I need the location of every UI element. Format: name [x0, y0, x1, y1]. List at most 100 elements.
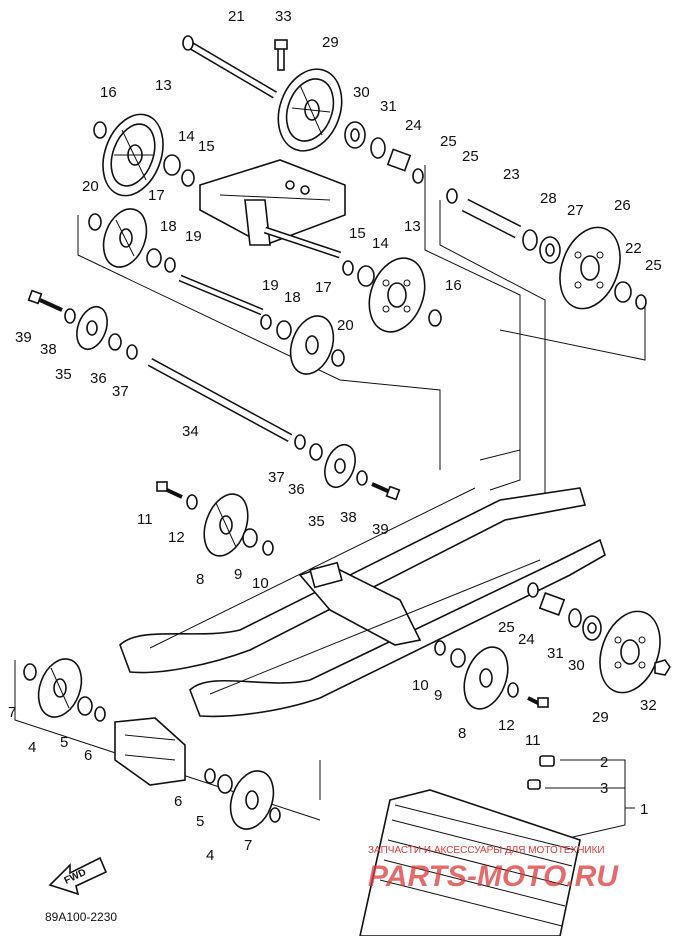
callout-10-left: 10 [252, 575, 269, 592]
shaft-34 [147, 358, 293, 442]
callout-36-left: 36 [90, 370, 107, 387]
clip-3 [527, 779, 541, 790]
callout-13-left: 13 [155, 77, 172, 94]
washer-19-center [260, 314, 272, 330]
wheel-8-left [203, 493, 249, 557]
callout-11-center: 11 [525, 732, 541, 749]
nut-32 [654, 659, 671, 676]
callout-8-left: 8 [196, 571, 204, 588]
bolt-33 [274, 39, 288, 71]
callout-20-center: 20 [337, 317, 354, 334]
callout-2: 2 [600, 754, 608, 771]
slide-rail-frame [119, 449, 606, 718]
collar-9-center [450, 648, 466, 668]
wheel-13-left [102, 113, 164, 197]
fwd-arrow-icon [48, 856, 108, 896]
callout-29-top: 29 [322, 34, 339, 51]
wheel-26 [559, 226, 621, 310]
callout-25-lower: 25 [498, 619, 515, 636]
callout-8-center: 8 [458, 725, 466, 742]
callout-21: 21 [228, 8, 245, 25]
wheel-29-lower [599, 610, 661, 694]
callout-37-left: 37 [112, 383, 129, 400]
callout-20-left: 20 [82, 178, 99, 195]
collar-18-left [146, 248, 162, 268]
callout-19-left: 19 [185, 228, 202, 245]
callout-1: 1 [640, 801, 648, 818]
collar-5-left [77, 696, 93, 716]
callout-38-left: 38 [40, 341, 57, 358]
collar-36-right [309, 443, 323, 461]
washer-12-left [186, 494, 198, 510]
watermark-tagline: ЗАПЧАСТИ И АКСЕССУАРЫ ДЛЯ МОТОТЕХНИКИ [368, 845, 605, 856]
callout-5-left: 5 [60, 734, 68, 751]
callout-3: 3 [600, 780, 608, 797]
washer-19-left [164, 257, 176, 273]
callout-18-center: 18 [284, 289, 301, 306]
wheel-8-center [463, 646, 509, 710]
washer-10-center [434, 640, 446, 656]
callout-23: 23 [503, 166, 520, 183]
diagram-code: 89A100-2230 [45, 910, 117, 924]
callout-16-left: 16 [100, 84, 117, 101]
callout-25-right: 25 [645, 257, 662, 274]
track-1 [359, 789, 581, 937]
callout-30-lower: 30 [568, 657, 585, 674]
watermark-logo: PARTS-MOTO.RU [368, 860, 619, 893]
collar-9-left [242, 528, 258, 548]
callout-31-top: 31 [380, 98, 397, 115]
callout-12-left: 12 [168, 529, 185, 546]
shaft-23 [461, 198, 522, 239]
washer-12-center [507, 682, 519, 698]
upper-bracket [199, 159, 346, 259]
callout-7-right: 7 [244, 837, 252, 854]
callout-35-right: 35 [308, 513, 325, 530]
callout-19-center: 19 [262, 277, 279, 294]
callout-27: 27 [567, 202, 584, 219]
bolt-11-center [527, 696, 549, 708]
callout-25-mid: 25 [462, 148, 479, 165]
washer-38-right [356, 470, 368, 486]
callout-38-right: 38 [340, 509, 357, 526]
washer-10-left [262, 540, 274, 556]
wheel-35-right [324, 443, 356, 489]
callout-22: 22 [625, 240, 642, 257]
washer-6-left [94, 706, 106, 722]
callout-15-center: 15 [349, 225, 366, 242]
callout-25-top: 25 [440, 133, 457, 150]
wheel-17-left [102, 208, 148, 268]
collar-22 [614, 281, 632, 303]
callout-17-left: 17 [148, 187, 165, 204]
washer-25-lower [527, 582, 539, 598]
washer-7-left [23, 663, 37, 681]
clip-2 [539, 755, 555, 767]
callout-37-right: 37 [268, 469, 285, 486]
wheel-13-center [368, 257, 426, 333]
bolt-39-left [27, 289, 63, 312]
collar-24-top [386, 148, 412, 172]
collar-18-center [276, 320, 292, 340]
wheel-29-top [277, 68, 343, 152]
lower-bracket [114, 717, 186, 786]
callout-6-right: 6 [174, 793, 182, 810]
bearing-30-lower [582, 615, 602, 641]
callout-11-left: 11 [137, 511, 153, 528]
washer-7-right [269, 807, 281, 823]
shaft-21 [182, 35, 278, 99]
washer-37-left [126, 344, 138, 360]
callout-4-right: 4 [206, 847, 214, 864]
callout-36-right: 36 [288, 481, 305, 498]
callout-12-center: 12 [498, 717, 515, 734]
collar-14-center [357, 265, 375, 287]
washer-25-mid [446, 188, 458, 204]
ring-31-top [370, 137, 386, 159]
callout-10-center: 10 [412, 677, 429, 694]
washer-38-left [64, 308, 76, 324]
washer-25-top [412, 168, 424, 184]
ring-28 [522, 229, 538, 251]
collar-5-right [217, 774, 233, 794]
callout-13-center: 13 [404, 218, 421, 235]
callout-labels: 21 33 29 30 31 24 25 16 13 14 15 20 17 1… [8, 8, 662, 864]
callout-18-left: 18 [160, 218, 177, 235]
